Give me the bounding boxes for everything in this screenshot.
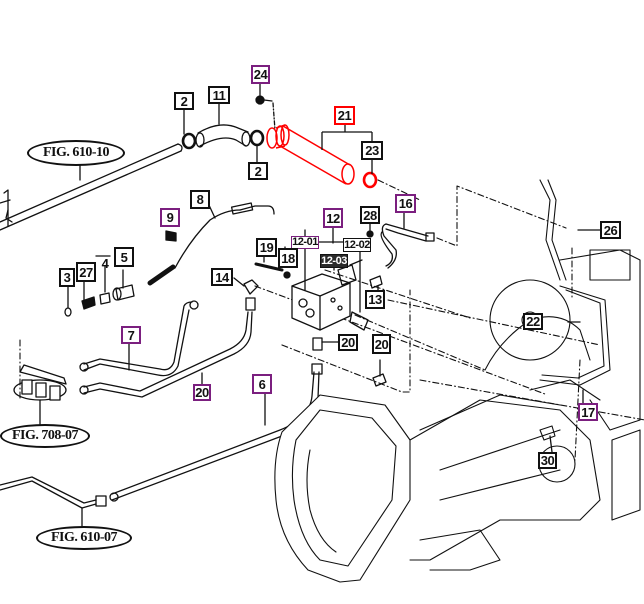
fitting-24 <box>255 83 276 131</box>
rod-fig-610-07 <box>0 476 107 527</box>
callout-12-03[interactable]: 12-03 <box>320 254 348 268</box>
callout-12-01[interactable]: 12-01 <box>291 236 319 249</box>
callout-17[interactable]: 6 <box>252 374 272 394</box>
callout-4[interactable]: 4 <box>101 255 109 271</box>
callout-14[interactable]: 14 <box>211 268 233 286</box>
callout-20-block[interactable]: 20 <box>338 334 358 351</box>
callout-16[interactable]: 16 <box>395 194 416 213</box>
rod-fig-610-10 <box>0 143 183 231</box>
callout-19[interactable]: 19 <box>256 238 277 257</box>
callout-3[interactable]: 3 <box>59 268 75 287</box>
callout-2-clamp-right[interactable]: 2 <box>248 162 268 180</box>
callout-12-02[interactable]: 12-02 <box>343 238 371 252</box>
callout-22[interactable]: 30 <box>538 452 557 469</box>
callout-8[interactable]: 8 <box>190 190 210 209</box>
callout-20-middle[interactable]: 20 <box>372 334 391 354</box>
callout-5[interactable]: 5 <box>114 247 134 267</box>
fig-ref-610-07[interactable]: FIG. 610-07 <box>36 526 132 550</box>
callout-11[interactable]: 11 <box>208 86 230 104</box>
callout-27[interactable]: 27 <box>76 262 96 282</box>
highlighted-part-21 <box>266 124 355 185</box>
o-ring-23 <box>362 171 378 189</box>
tube-16 <box>380 211 435 269</box>
callout-18[interactable]: 18 <box>278 248 298 268</box>
tubes-6-7 <box>79 297 256 398</box>
callout-13[interactable]: 13 <box>365 290 385 309</box>
callout-26[interactable]: 26 <box>600 221 621 239</box>
fittings <box>233 221 387 387</box>
callout-7[interactable]: 7 <box>121 326 141 344</box>
part-9 <box>165 230 177 242</box>
callout-20-right[interactable]: 22 <box>523 313 543 330</box>
callout-30[interactable]: 17 <box>578 403 598 421</box>
callout-23[interactable]: 23 <box>361 141 383 160</box>
hose-assembly-11 <box>181 101 265 163</box>
callout-9[interactable]: 9 <box>160 208 180 227</box>
callout-21[interactable]: 21 <box>334 106 355 125</box>
callout-24[interactable]: 24 <box>251 65 270 84</box>
callout-2-clamp-left[interactable]: 2 <box>174 92 194 110</box>
part-21-leaders <box>321 124 373 174</box>
fig-ref-610-10[interactable]: FIG. 610-10 <box>27 140 125 166</box>
callout-12[interactable]: 12 <box>323 208 343 228</box>
callout-6[interactable]: 20 <box>193 384 211 401</box>
fig-ref-708-07[interactable]: FIG. 708-07 <box>0 424 90 448</box>
fitting-fig-708-07 <box>13 364 67 425</box>
callout-28[interactable]: 28 <box>360 206 380 224</box>
small-parts-3-27-4-5 <box>64 255 135 317</box>
valve-block-12 <box>254 227 369 331</box>
